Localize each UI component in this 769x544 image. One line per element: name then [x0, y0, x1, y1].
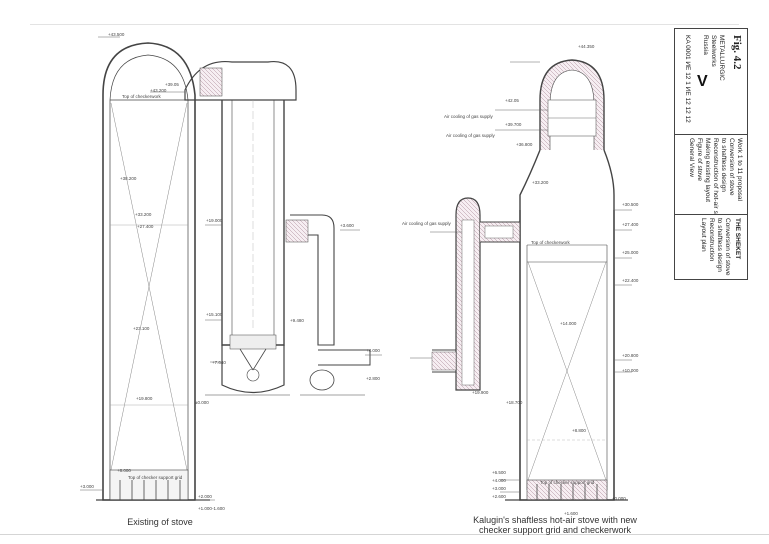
right-elevation-label: +33.200 — [532, 180, 549, 185]
left-elevation-label: +3.000 — [80, 484, 94, 489]
city-name: Russia — [702, 35, 709, 55]
left-elevation-label: +39.05 — [165, 82, 179, 87]
sheet-line: Conversion of stove — [724, 218, 731, 276]
company-logo: V — [697, 73, 708, 90]
sheet-line: Reconstruction — [708, 218, 715, 262]
right-elevation-label: +10.000 — [622, 368, 639, 373]
left-checker-diagonal — [110, 102, 188, 471]
description-line: Making existing layout — [704, 138, 711, 202]
description-line: Conversion of stove — [728, 138, 735, 196]
left-elevation-label: +33.200 — [135, 212, 152, 217]
left-elevation-label: +7.640 — [212, 360, 226, 365]
right-elevation-label: Air cooling of gas supply — [402, 221, 452, 226]
right-checker-diagonal — [527, 261, 607, 481]
left-elevation-label: +2.000 — [198, 494, 212, 499]
left-elevation-label: ±0.000 — [195, 400, 209, 405]
left-stove-lining — [109, 54, 189, 500]
left-elevation-label: +43.500 — [108, 32, 125, 37]
description-line: Reconstruction of hot-air stoves — [712, 138, 719, 215]
right-elevation-label: +6.500 — [492, 470, 506, 475]
title-block-description: Work 1 to 11 proposal Conversion of stov… — [675, 134, 747, 215]
left-elevation-label: +19.000 — [206, 218, 223, 223]
drawing-number: KA 0001 ИЕ 12 1 ИЕ 12 12 12 — [684, 35, 691, 123]
company-name: METALLURGIC — [718, 35, 725, 81]
description-line: Work 1 to 11 proposal — [736, 138, 743, 201]
right-elevation-label: +44.350 — [578, 44, 595, 49]
plant-name: Steelworks — [710, 35, 717, 67]
left-elevation-label: +38.200 — [120, 176, 137, 181]
right-elevation-label: +19.900 — [472, 390, 489, 395]
left-elevation-label: Top of checkerwork — [122, 94, 162, 99]
left-elevation-label: Top of checker support grid — [128, 475, 183, 480]
left-burner — [221, 345, 285, 394]
sheet-line: to shaftless design — [716, 218, 723, 272]
left-checker-grid — [109, 469, 189, 501]
title-block-header: Fig. 4.2 METALLURGIC Steelworks Russia V… — [675, 29, 747, 135]
right-elevation-label: +30.500 — [622, 202, 639, 207]
right-elevation-label: Top of checkerwork — [531, 240, 571, 245]
left-elevation-label: +3.600 — [340, 223, 354, 228]
sheet-bottom-border — [0, 534, 769, 535]
description-line: Figure of stove — [696, 138, 703, 181]
right-elevation-label: +4.000 — [492, 478, 506, 483]
right-taper — [519, 149, 541, 210]
caption-existing-stove: Existing of stove — [127, 517, 193, 527]
right-elevation-label: Top of checker support grid — [540, 480, 595, 485]
right-elevation-label: +1.600 — [564, 511, 578, 516]
left-elevation-label: -1.600 — [212, 506, 225, 511]
sheet-top-border — [30, 24, 739, 25]
kalugin-stove — [410, 59, 632, 501]
left-elevation-label: +43.200 — [150, 88, 167, 93]
left-elevation-label: +9.480 — [290, 318, 304, 323]
right-elevation-label: Air cooling of gas supply — [444, 114, 494, 119]
description-line: General View — [688, 138, 695, 177]
right-elevation-label: +3.000 — [492, 486, 506, 491]
sheet-line: Layout plan — [700, 218, 707, 252]
right-elevation-label: +20.800 — [622, 353, 639, 358]
right-elevation-label: Air cooling of gas supply — [446, 133, 496, 138]
right-elevation-label: +18.700 — [506, 400, 523, 405]
right-elevation-label: +8.800 — [572, 428, 586, 433]
left-elevation-label: +8.000 — [117, 468, 131, 473]
left-crossover — [184, 60, 297, 101]
right-elevation-label: +14.000 — [560, 321, 577, 326]
right-elevation-label: +22.400 — [622, 278, 639, 283]
existing-stove — [80, 36, 382, 501]
figure-number: Fig. 4.2 — [731, 35, 743, 70]
left-stove-shell — [102, 42, 196, 501]
sheet-line: THE SHEKET — [734, 218, 741, 260]
right-elevation-label: +36.800 — [516, 142, 533, 147]
right-elevation-label: +2.600 — [492, 494, 506, 499]
right-elevation-label: +25.000 — [622, 250, 639, 255]
right-elevation-label: +42.05 — [505, 98, 519, 103]
left-elevation-label: +15.100 — [206, 312, 223, 317]
right-elevation-label: +27.400 — [622, 222, 639, 227]
left-elevation-label: +1.000 — [198, 506, 212, 511]
left-gas-duct — [290, 214, 335, 346]
left-valve — [309, 369, 335, 391]
left-elevation-label: +2.800 — [366, 376, 380, 381]
caption-kalugin-stove: Kalugin's shaftless hot-air stove with n… — [473, 515, 637, 535]
right-elevation-label: +39.700 — [505, 122, 522, 127]
left-elevation-label: +27.400 — [137, 224, 154, 229]
right-stove-shell — [519, 210, 615, 501]
title-block-sheet: THE SHEKET Conversion of stove to shaftl… — [675, 214, 747, 279]
left-elevation-label: +4.000 — [366, 348, 380, 353]
left-elevation-label: +19.800 — [136, 396, 153, 401]
right-elevation-label: ±0.000 — [612, 496, 626, 501]
title-block: Fig. 4.2 METALLURGIC Steelworks Russia V… — [674, 28, 748, 280]
description-line: to shaftless design — [720, 138, 727, 192]
left-elevation-label: +23.100 — [133, 326, 150, 331]
